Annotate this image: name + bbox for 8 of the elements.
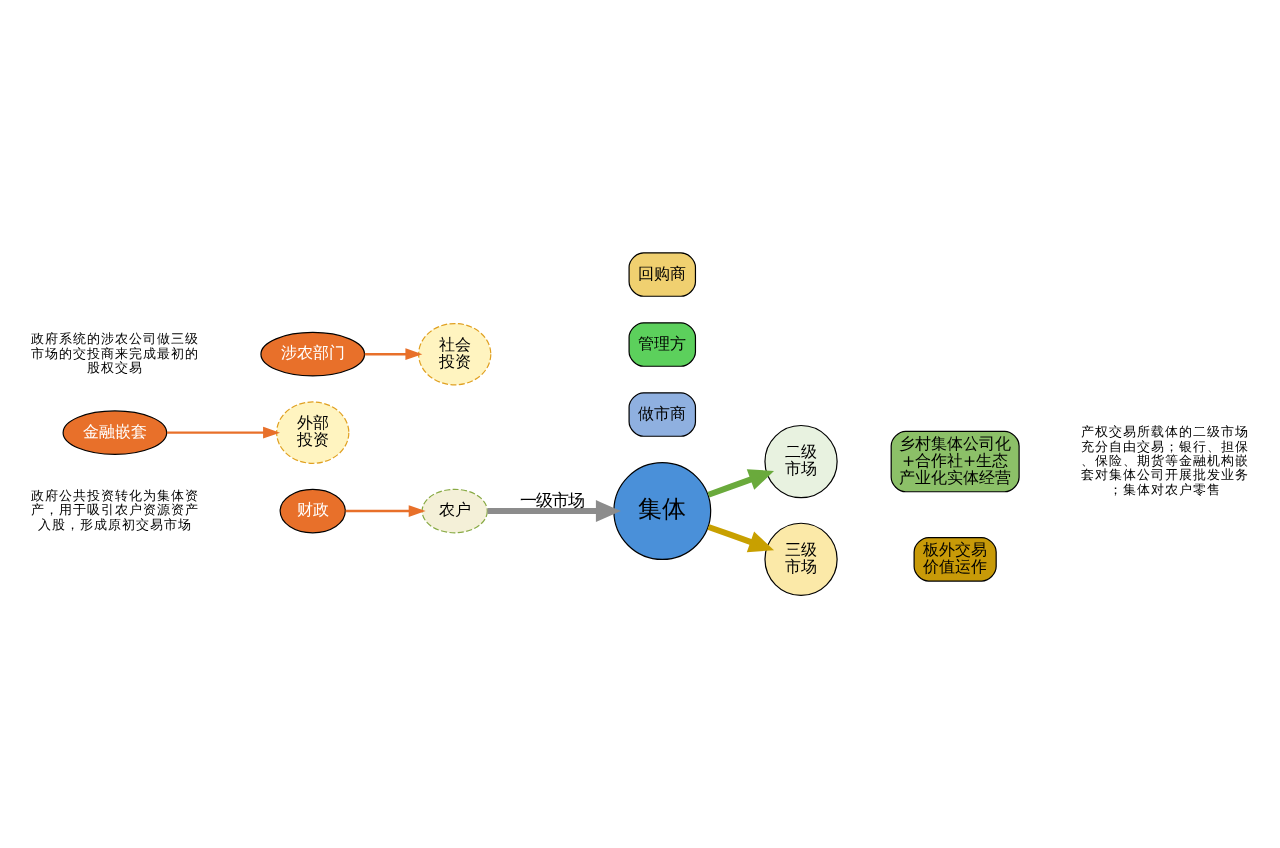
edge-label: 一级市场: [520, 490, 585, 511]
arrow: [345, 505, 426, 517]
arrow: [707, 524, 775, 553]
arrow: [707, 469, 775, 498]
node-circle: 集体: [613, 462, 712, 561]
arrow: [364, 348, 423, 361]
arrow: [166, 426, 280, 439]
arrow: [487, 500, 621, 522]
